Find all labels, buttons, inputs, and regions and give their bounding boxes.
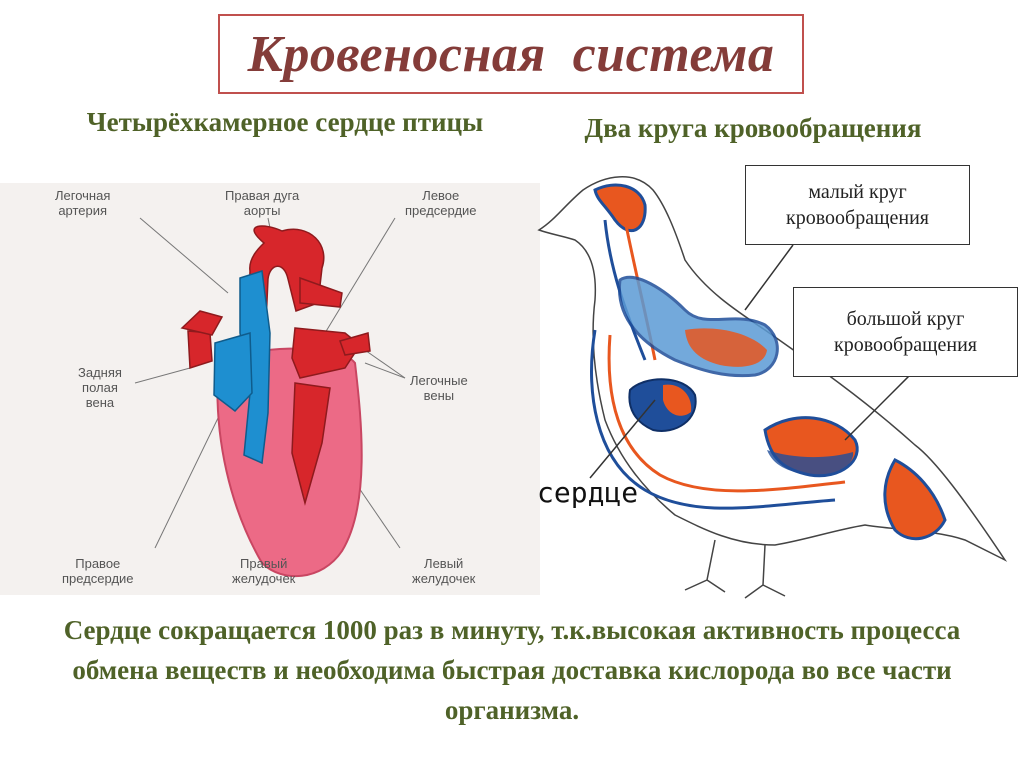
bird-illustration [537, 176, 1008, 599]
label-left-atrium: Левое предсердие [405, 188, 477, 218]
title-box: Кровеносная система [218, 14, 804, 94]
label-right-atrium: Правое предсердие [62, 556, 134, 586]
large-circle-label: большой круг кровообращения [793, 287, 1018, 377]
heart-diagram: Легочная артерия Правая дуга аорты Левое… [0, 183, 540, 595]
heart-label: сердце [537, 476, 639, 509]
label-right-ventricle: Правый желудочек [232, 556, 296, 586]
label-right-aortic-arch: Правая дуга аорты [225, 188, 300, 218]
bird-diagram [535, 160, 1024, 610]
footer-text: Сердце сокращается 1000 раз в минуту, т.… [63, 615, 961, 725]
label-pulmonary-veins: Легочные вены [410, 373, 468, 403]
label-left-ventricle: Левый желудочек [412, 556, 476, 586]
label-posterior-vena-cava: Задняя полая вена [78, 365, 122, 410]
page-title: Кровеносная система [247, 25, 775, 83]
small-circle-label: малый круг кровообращения [745, 165, 970, 245]
label-pulmonary-artery: Легочная артерия [55, 188, 111, 218]
left-heading: Четырёхкамерное сердце птицы [86, 107, 484, 137]
heart-illustration [0, 183, 540, 595]
right-heading: Два круга кровообращения [584, 113, 922, 143]
